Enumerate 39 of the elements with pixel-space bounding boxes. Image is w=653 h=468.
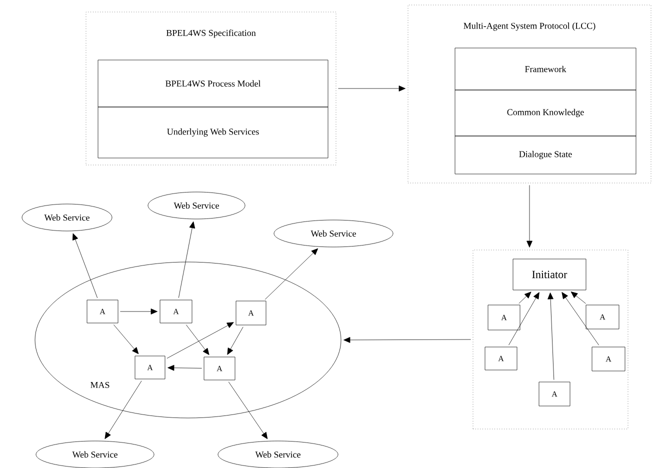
arrow	[186, 324, 210, 355]
arrow	[508, 292, 540, 346]
arrow	[72, 233, 98, 298]
arrow	[518, 292, 532, 304]
arrow	[178, 221, 196, 298]
agent-box: A	[538, 382, 570, 406]
arrow	[526, 185, 532, 248]
ellipse-label: MAS	[90, 382, 110, 388]
arrow	[120, 308, 158, 314]
frame-title: Multi-Agent System Protocol (LCC)	[464, 22, 596, 31]
arrow	[548, 292, 554, 380]
arrow	[562, 292, 600, 346]
agent-box: A	[592, 346, 626, 372]
arrow	[227, 326, 244, 355]
frame-title: BPEL4WS Specification	[166, 30, 256, 38]
process-box: Framework	[454, 48, 636, 90]
arrow	[166, 322, 234, 359]
process-box: Initiator	[512, 258, 586, 290]
process-box: BPEL4WS Process Model	[98, 60, 328, 108]
process-box: Underlying Web Services	[98, 106, 328, 158]
arrow	[104, 380, 142, 440]
agent-box: A	[484, 346, 518, 370]
process-box: Dialogue State	[454, 136, 636, 174]
arrow	[344, 337, 471, 343]
dotted-frame	[472, 250, 628, 430]
arrow	[114, 324, 139, 354]
arrow	[264, 248, 318, 300]
agent-box: A	[586, 304, 620, 330]
arrow	[228, 382, 268, 440]
agent-box: A	[236, 300, 266, 326]
agent-box: A	[204, 356, 236, 380]
agent-box: A	[488, 304, 520, 330]
process-box: Common Knowledge	[454, 90, 636, 136]
agent-box: A	[86, 300, 118, 324]
agent-box: A	[160, 300, 192, 324]
arrow	[338, 86, 406, 92]
arrow	[570, 292, 586, 304]
agent-box: A	[134, 356, 166, 380]
arrow	[168, 364, 202, 371]
